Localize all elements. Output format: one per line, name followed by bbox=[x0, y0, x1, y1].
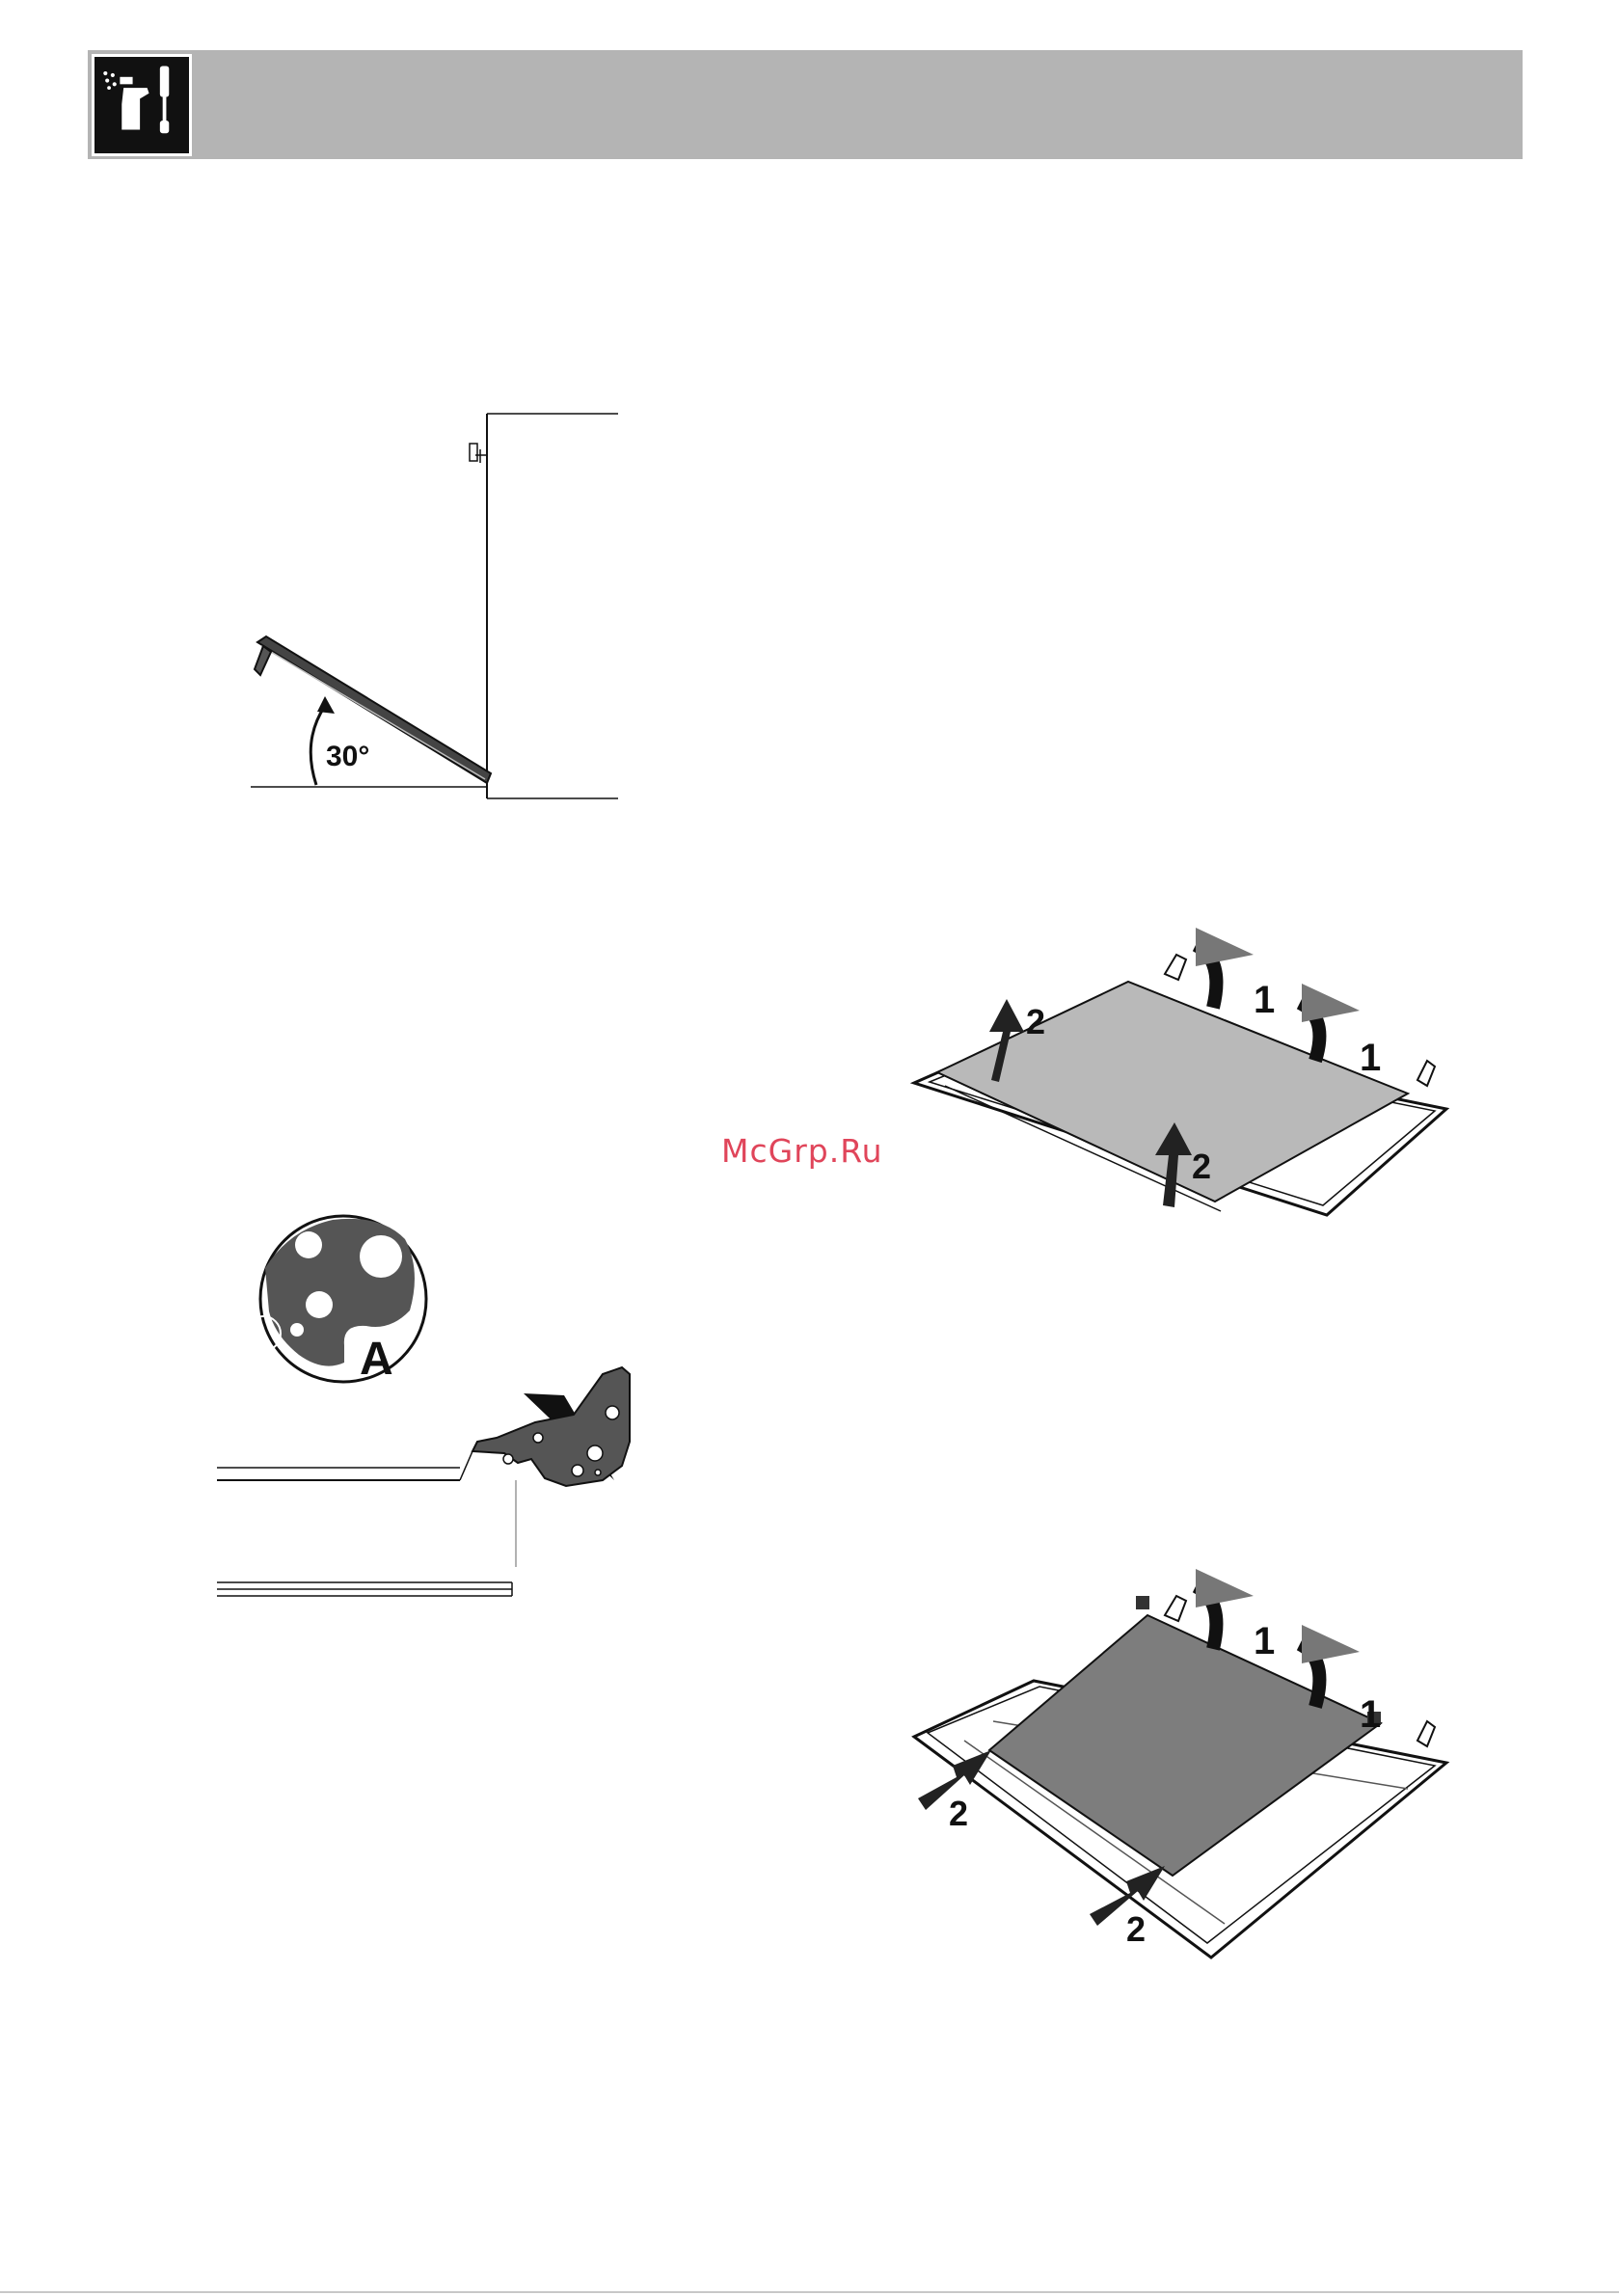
step-2-label: 2 bbox=[1126, 1909, 1146, 1949]
step-1-label: 1 bbox=[1254, 1620, 1275, 1662]
cleaning-maintenance-icon bbox=[92, 54, 192, 156]
door-angle-diagram: 30° bbox=[246, 405, 627, 805]
watermark-text: McGrp.Ru bbox=[721, 1132, 883, 1170]
section-header-bar bbox=[88, 50, 1523, 159]
angle-label: 30° bbox=[326, 741, 369, 772]
panel-insert-diagram: 1 1 2 2 bbox=[906, 1557, 1466, 1962]
step-1-label: 1 bbox=[1254, 979, 1275, 1021]
hinge-detail-diagram: A bbox=[207, 1210, 685, 1606]
step-1-label: 1 bbox=[1360, 1693, 1381, 1736]
detail-label: A bbox=[360, 1334, 393, 1385]
step-2-label: 2 bbox=[949, 1794, 968, 1833]
footer-rule bbox=[0, 2291, 1619, 2293]
step-2-label: 2 bbox=[1192, 1147, 1211, 1186]
step-1-label: 1 bbox=[1360, 1037, 1381, 1079]
panel-lift-diagram: 1 1 2 2 bbox=[906, 916, 1466, 1311]
step-2-label: 2 bbox=[1026, 1002, 1045, 1041]
